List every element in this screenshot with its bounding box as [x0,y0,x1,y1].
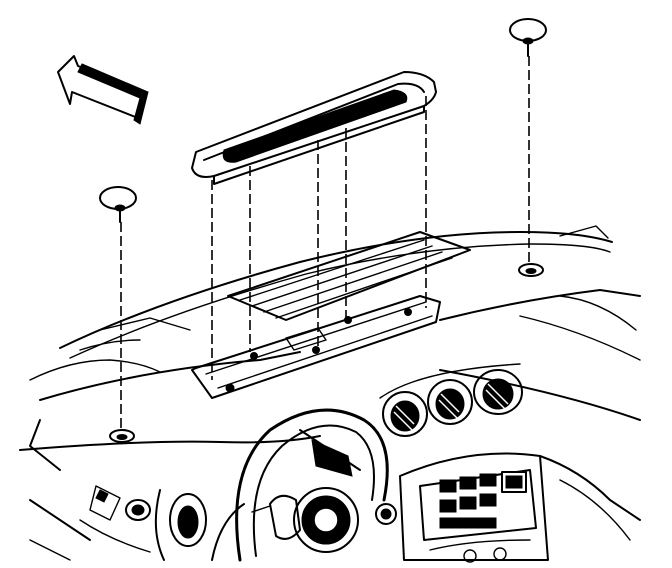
direction-arrow-icon [57,55,149,125]
steering-wheel-hub [211,487,359,561]
panel-mounting-recess [191,295,441,399]
center-air-vents [379,363,523,437]
instrument-cluster-hood [235,408,389,562]
panel-guide-lines [211,96,427,380]
dashboard-top-surface [19,225,641,471]
right-retainer-clip [509,18,547,57]
radio-control-stack [375,452,641,563]
left-clip-hole [109,429,135,443]
left-side-air-vent [29,485,207,561]
left-retainer-clip [99,186,137,223]
right-clip-hole [518,263,544,277]
center-speaker-grille-panel [191,71,437,185]
